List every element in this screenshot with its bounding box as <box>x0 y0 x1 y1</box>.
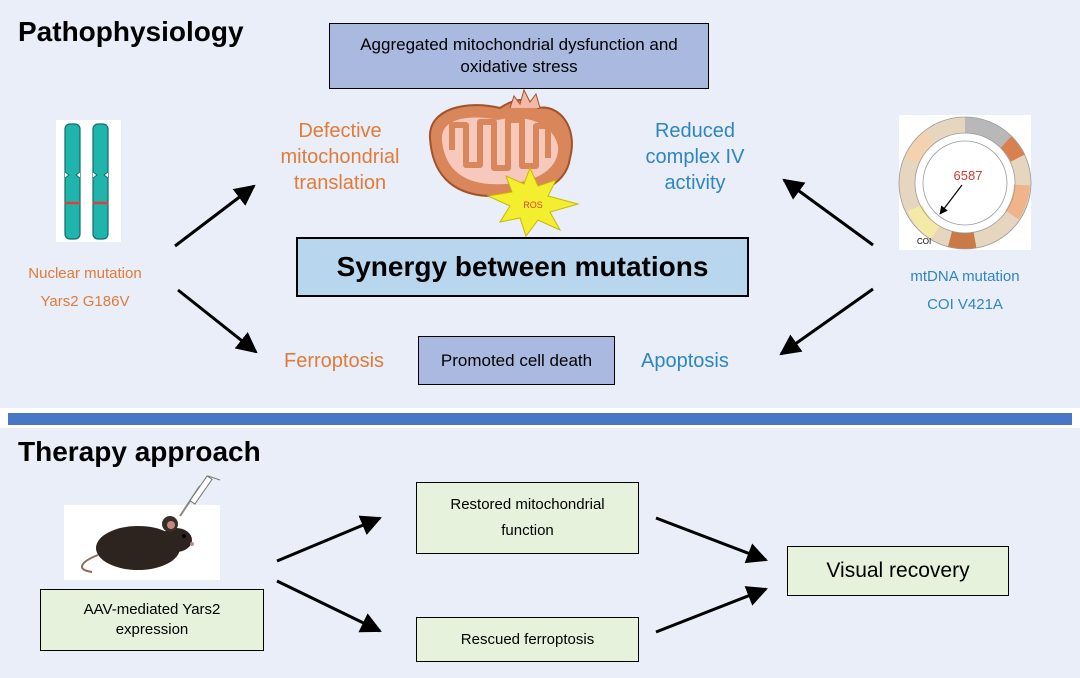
cell-death-box: Promoted cell death <box>418 336 615 385</box>
nuclear-mutation-line1: Nuclear mutation <box>28 265 142 282</box>
apoptosis-label: Apoptosis <box>641 350 729 372</box>
pathophysiology-title: Pathophysiology <box>18 16 244 47</box>
top-arrows <box>174 178 874 356</box>
mtdna-position-label: 6587 <box>954 168 983 183</box>
nuclear-mutation-label: Nuclear mutation Yars2 G186V <box>10 260 160 316</box>
arrow-mtdna-to-apoptosis <box>779 287 874 356</box>
bottom-arrows <box>276 515 768 634</box>
therapy-approach-title: Therapy approach <box>18 436 261 467</box>
visual-recovery-box: Visual recovery <box>787 546 1009 596</box>
reduced-complex-label: Reduced complex IV activity <box>645 120 745 194</box>
arrow-mtdna-to-complex <box>782 178 874 247</box>
chromosome-icon <box>56 120 121 242</box>
arrow-restored-to-visual <box>655 516 768 564</box>
mtdna-mutation-line1: mtDNA mutation <box>910 268 1020 285</box>
mouse-syringe-icon <box>64 475 221 580</box>
rescued-ferroptosis-box: Rescued ferroptosis <box>416 617 639 662</box>
nuclear-mutation-line2: Yars2 G186V <box>40 293 130 310</box>
mtdna-mutation-line2: COI V421A <box>927 296 1003 313</box>
ros-label: ROS <box>523 200 543 210</box>
mtdna-map-icon <box>898 115 1032 250</box>
ferroptosis-label: Ferroptosis <box>284 350 385 372</box>
defective-translation-label: Defective mitochondrial translation <box>280 120 400 194</box>
mtdna-mutation-label: mtDNA mutation COI V421A <box>890 263 1040 319</box>
arrow-rescued-to-visual <box>655 586 768 634</box>
arrow-aav-to-restored <box>276 515 382 563</box>
mtdna-gene-label: COI <box>917 237 931 246</box>
mitochondrion-icon <box>428 88 573 198</box>
aggregated-dysfunction-box: Aggregated mitochondrial dysfunction and… <box>329 23 709 89</box>
section-divider <box>8 413 1072 425</box>
arrow-nuclear-to-translation <box>174 184 256 248</box>
ros-star-icon <box>486 166 580 238</box>
arrow-nuclear-to-ferroptosis <box>177 288 258 354</box>
restored-function-box: Restored mitochondrial function <box>416 482 639 554</box>
arrow-aav-to-rescued <box>276 579 382 633</box>
synergy-box: Synergy between mutations <box>296 237 749 297</box>
aav-expression-box: AAV-mediated Yars2 expression <box>40 589 264 651</box>
